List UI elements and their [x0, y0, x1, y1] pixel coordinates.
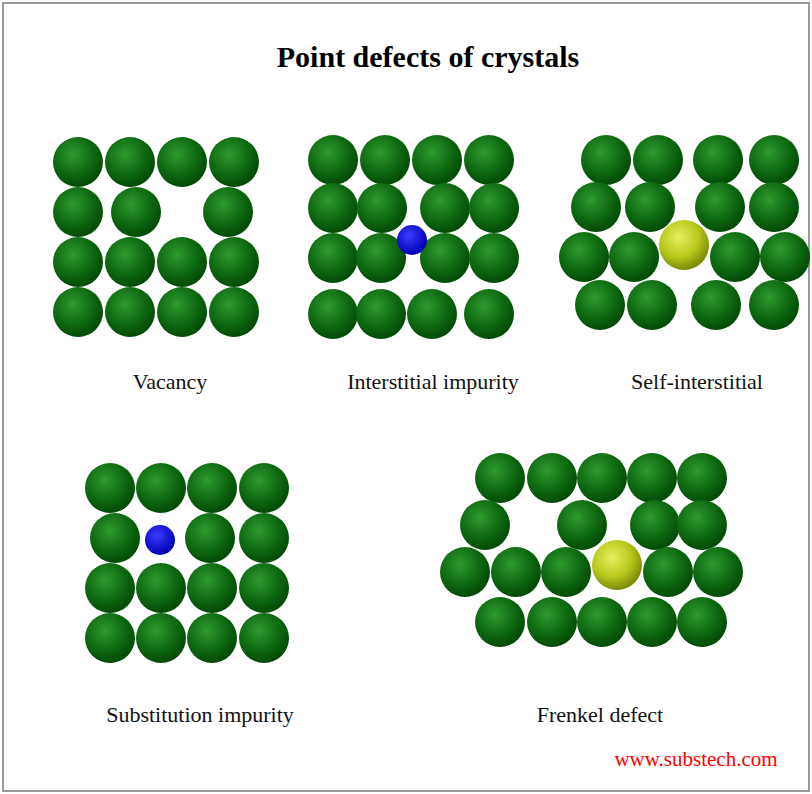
atom-circle [460, 500, 510, 550]
atom-circle [527, 453, 577, 503]
atom-circle [541, 547, 591, 597]
atom-circle [209, 137, 259, 187]
atom-circle [633, 135, 683, 185]
atom-circle [85, 463, 135, 513]
interstitial-atom [592, 540, 642, 590]
atom-circle [693, 547, 743, 597]
atom-circle [53, 287, 103, 337]
atom-circle [760, 232, 810, 282]
atom-circle [677, 453, 727, 503]
atom-circle [357, 183, 407, 233]
atom-circle [209, 237, 259, 287]
atom-circle [136, 613, 186, 663]
watermark: www.substech.com [614, 747, 777, 772]
atom-circle [464, 135, 514, 185]
atom-circle [308, 233, 358, 283]
atom-circle [308, 289, 358, 339]
atom-circle [695, 182, 745, 232]
atom-circle [557, 500, 607, 550]
atom-circle [749, 135, 799, 185]
atom-circle [475, 453, 525, 503]
atom-circle [239, 463, 289, 513]
atom-circle [105, 137, 155, 187]
atom-circle [185, 513, 235, 563]
atom-circle [412, 135, 462, 185]
atom-circle [53, 237, 103, 287]
atom-circle [356, 289, 406, 339]
defect-caption: Frenkel defect [537, 702, 663, 728]
atom-circle [609, 232, 659, 282]
atom-circle [677, 500, 727, 550]
atom-circle [577, 597, 627, 647]
atom-circle [136, 563, 186, 613]
atom-circle [464, 289, 514, 339]
atom-circle [85, 613, 135, 663]
atom-circle [491, 547, 541, 597]
atom-circle [420, 233, 470, 283]
defect-caption: Vacancy [133, 369, 208, 395]
impurity-atom [145, 525, 175, 555]
atom-circle [627, 597, 677, 647]
atom-circle [187, 613, 237, 663]
defect-caption: Substitution impurity [106, 702, 294, 728]
atom-circle [157, 237, 207, 287]
atom-circle [469, 233, 519, 283]
atom-circle [209, 287, 259, 337]
atom-circle [469, 183, 519, 233]
atom-circle [105, 287, 155, 337]
atom-circle [710, 232, 760, 282]
atom-circle [749, 280, 799, 330]
atom-circle [136, 463, 186, 513]
atom-circle [630, 500, 680, 550]
atom-circle [239, 563, 289, 613]
atom-circle [105, 237, 155, 287]
atom-circle [691, 280, 741, 330]
atom-circle [157, 137, 207, 187]
atom-circle [440, 547, 490, 597]
atom-circle [693, 135, 743, 185]
atom-circle [559, 232, 609, 282]
atom-circle [239, 613, 289, 663]
atom-circle [581, 135, 631, 185]
atom-circle [407, 289, 457, 339]
atom-circle [475, 597, 525, 647]
atom-circle [308, 135, 358, 185]
atom-circle [308, 183, 358, 233]
atom-circle [187, 563, 237, 613]
atom-circle [627, 280, 677, 330]
atom-circle [85, 563, 135, 613]
atom-circle [53, 187, 103, 237]
atom-circle [420, 183, 470, 233]
atom-circle [627, 453, 677, 503]
interstitial-atom [659, 220, 709, 270]
atom-circle [239, 513, 289, 563]
impurity-atom [397, 225, 427, 255]
diagram-title: Point defects of crystals [277, 39, 579, 75]
atom-circle [527, 597, 577, 647]
atom-circle [643, 547, 693, 597]
atom-circle [187, 463, 237, 513]
atom-circle [90, 513, 140, 563]
atom-circle [111, 187, 161, 237]
atom-circle [203, 187, 253, 237]
atom-circle [53, 137, 103, 187]
atom-circle [749, 182, 799, 232]
defect-caption: Self-interstitial [631, 369, 763, 395]
atom-circle [577, 453, 627, 503]
atom-circle [677, 597, 727, 647]
atom-circle [575, 280, 625, 330]
atom-circle [625, 182, 675, 232]
atom-circle [571, 182, 621, 232]
defect-caption: Interstitial impurity [347, 369, 519, 395]
atom-circle [157, 287, 207, 337]
atom-circle [360, 135, 410, 185]
